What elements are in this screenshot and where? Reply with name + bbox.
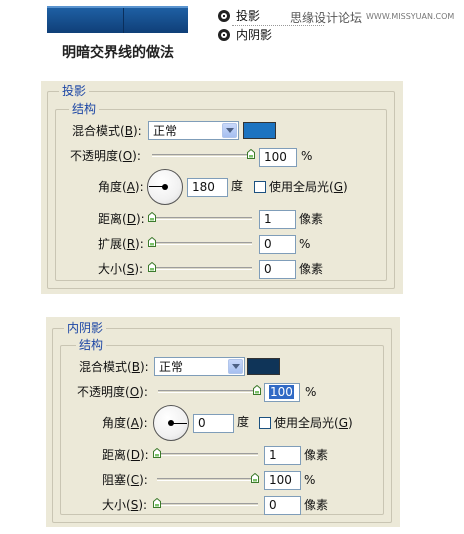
angle-input[interactable]: 180 bbox=[187, 178, 228, 197]
size-slider-thumb[interactable] bbox=[148, 262, 156, 272]
size-input[interactable]: 0 bbox=[259, 260, 296, 279]
distance-unit: 像素 bbox=[304, 448, 329, 462]
opacity-unit: % bbox=[305, 385, 317, 399]
opacity-input[interactable]: 100 bbox=[259, 148, 297, 167]
size-slider-thumb[interactable] bbox=[153, 498, 161, 508]
choke-slider-track[interactable] bbox=[157, 478, 258, 481]
size-input[interactable]: 0 bbox=[264, 496, 301, 515]
angle-indicator bbox=[171, 423, 187, 424]
spread-slider-track[interactable] bbox=[152, 242, 252, 245]
size-unit: 像素 bbox=[304, 498, 329, 512]
distance-unit: 像素 bbox=[299, 212, 324, 226]
distance-input[interactable]: 1 bbox=[259, 210, 296, 229]
spread-unit: % bbox=[299, 237, 311, 251]
site-name: 思缘设计论坛 bbox=[290, 11, 363, 25]
opacity-input[interactable]: 100 bbox=[264, 383, 300, 402]
global-light-label: 使用全局光(G) bbox=[269, 180, 348, 194]
blend-mode-select[interactable]: 正常 bbox=[154, 357, 245, 376]
drop-shadow-structure-box bbox=[55, 109, 387, 281]
drop-shadow-panel: 投影 结构 混合模式(B): 正常 不透明度(O): 100 % 角度(A): … bbox=[41, 81, 403, 294]
size-unit: 像素 bbox=[299, 262, 324, 276]
chevron-down-icon[interactable] bbox=[228, 359, 243, 374]
banner-divider bbox=[123, 8, 124, 33]
drop-shadow-groupbox bbox=[47, 91, 395, 289]
opacity-slider-track[interactable] bbox=[158, 390, 260, 393]
inner-shadow-structure-label: 结构 bbox=[76, 338, 107, 352]
angle-unit: 度 bbox=[237, 415, 250, 429]
inner-shadow-title: 内阴影 bbox=[64, 321, 107, 335]
distance-label: 距离(D): bbox=[98, 212, 145, 226]
opacity-unit: % bbox=[301, 149, 313, 163]
spread-label: 扩展(R): bbox=[98, 237, 144, 251]
site-url: WWW.MISSYUAN.COM bbox=[366, 12, 455, 21]
choke-slider-thumb[interactable] bbox=[251, 473, 259, 483]
inner-shadow-groupbox bbox=[52, 328, 392, 523]
blend-mode-label: 混合模式(B): bbox=[79, 360, 149, 374]
angle-label: 角度(A): bbox=[98, 180, 144, 194]
angle-unit: 度 bbox=[231, 179, 244, 193]
header-banner bbox=[47, 6, 188, 33]
drop-shadow-title: 投影 bbox=[59, 84, 90, 98]
opacity-slider-track[interactable] bbox=[152, 154, 254, 157]
size-slider-track[interactable] bbox=[157, 503, 258, 506]
size-slider-track[interactable] bbox=[152, 267, 252, 270]
blend-mode-label: 混合模式(B): bbox=[72, 124, 142, 138]
opacity-label: 不透明度(O): bbox=[77, 385, 148, 399]
drop-shadow-structure-label: 结构 bbox=[69, 102, 100, 116]
opacity-slider-thumb[interactable] bbox=[247, 149, 255, 159]
choke-unit: % bbox=[304, 473, 316, 487]
size-label: 大小(S): bbox=[98, 262, 144, 276]
angle-center bbox=[168, 420, 174, 426]
global-light-checkbox[interactable] bbox=[259, 417, 271, 429]
angle-input[interactable]: 0 bbox=[193, 414, 234, 433]
global-light-label: 使用全局光(G) bbox=[274, 416, 353, 430]
shadow-color-swatch[interactable] bbox=[243, 122, 276, 139]
inner-shadow-structure-box bbox=[60, 345, 384, 515]
legend-item-drop-shadow: 投影 bbox=[218, 8, 260, 24]
angle-center bbox=[162, 184, 168, 190]
global-light-checkbox[interactable] bbox=[254, 181, 266, 193]
page-title: 明暗交界线的做法 bbox=[62, 45, 174, 61]
size-label: 大小(S): bbox=[102, 498, 148, 512]
opacity-slider-thumb[interactable] bbox=[253, 385, 261, 395]
legend-item-inner-shadow: 内阴影 bbox=[218, 27, 272, 43]
layer-effect-icon bbox=[218, 29, 230, 41]
angle-dial[interactable] bbox=[153, 405, 189, 441]
distance-slider-thumb[interactable] bbox=[153, 448, 161, 458]
distance-label: 距离(D): bbox=[102, 448, 149, 462]
opacity-label: 不透明度(O): bbox=[70, 149, 141, 163]
legend-divider bbox=[232, 25, 324, 26]
spread-input[interactable]: 0 bbox=[259, 235, 296, 254]
choke-input[interactable]: 100 bbox=[264, 471, 301, 490]
inner-shadow-panel: 内阴影 结构 混合模式(B): 正常 不透明度(O): 100 % 角度(A):… bbox=[46, 317, 400, 527]
blend-mode-select[interactable]: 正常 bbox=[148, 121, 239, 140]
distance-input[interactable]: 1 bbox=[264, 446, 301, 465]
angle-dial[interactable] bbox=[147, 169, 183, 205]
distance-slider-thumb[interactable] bbox=[148, 212, 156, 222]
shadow-color-swatch[interactable] bbox=[247, 358, 280, 375]
distance-slider-track[interactable] bbox=[152, 217, 252, 220]
choke-label: 阻塞(C): bbox=[102, 473, 148, 487]
layer-effect-icon bbox=[218, 10, 230, 22]
spread-slider-thumb[interactable] bbox=[148, 237, 156, 247]
distance-slider-track[interactable] bbox=[157, 453, 258, 456]
angle-label: 角度(A): bbox=[102, 416, 148, 430]
chevron-down-icon[interactable] bbox=[222, 123, 237, 138]
